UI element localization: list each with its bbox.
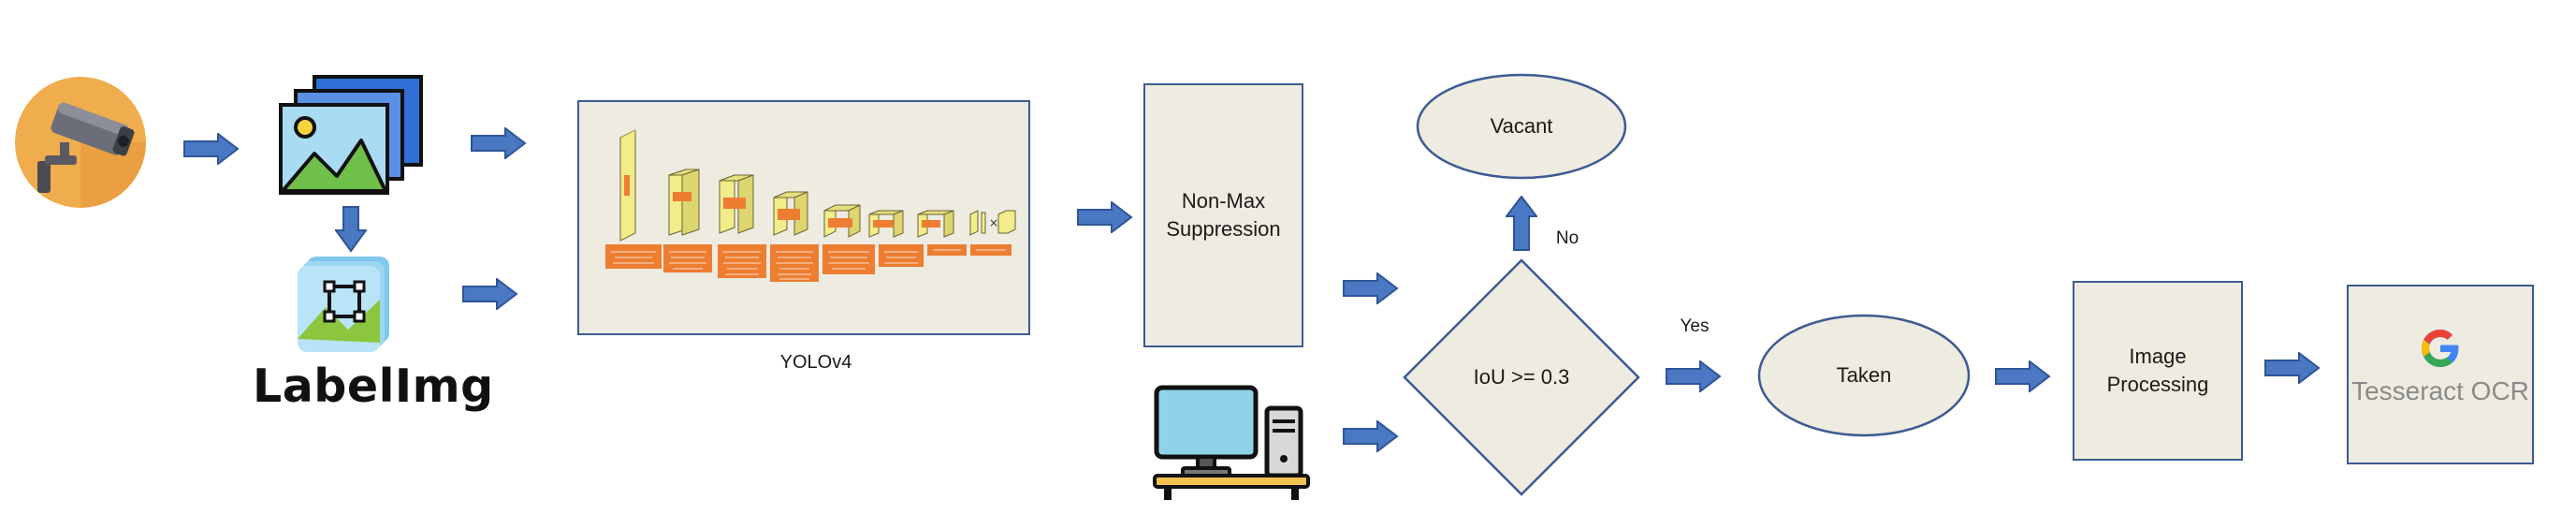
decision-label: IoU >= 0.3 <box>1473 365 1570 389</box>
computer-icon <box>1153 385 1310 500</box>
nms-label-line1: Non-Max <box>1181 189 1266 213</box>
taken-label: Taken <box>1836 363 1892 388</box>
images-icon <box>279 75 423 195</box>
google-g-icon <box>2422 330 2459 367</box>
layer-block-6 <box>917 210 954 238</box>
arrow-decision-to-taken <box>1666 360 1722 392</box>
arrow-taken-to-processing <box>1995 360 2051 392</box>
decision-diamond <box>1403 258 1640 496</box>
arrow-camera-to-images <box>183 133 240 165</box>
layer-block-7: × <box>969 210 1016 236</box>
camera-icon <box>15 77 146 208</box>
layer-block-5 <box>868 210 904 238</box>
arrow-labelimg-to-yolo <box>462 278 518 310</box>
yolov4-network-panel: × <box>577 100 1030 335</box>
layer-block-2 <box>719 174 754 234</box>
nms-label: Non-Max Suppression <box>1143 187 1303 243</box>
yolov4-caption: YOLOv4 <box>779 351 852 373</box>
nms-label-line2: Suppression <box>1166 217 1281 241</box>
edge-label-yes: Yes <box>1680 316 1710 337</box>
arrow-processing-to-ocr <box>2264 352 2321 384</box>
labelimg-icon <box>298 257 389 352</box>
vacant-ellipse <box>1416 73 1627 180</box>
arrow-images-to-yolo <box>471 127 527 159</box>
vacant-label: Vacant <box>1490 114 1553 139</box>
image-processing-line1: Image <box>2129 345 2187 369</box>
image-processing-line2: Processing <box>2106 373 2209 396</box>
taken-ellipse <box>1757 314 1971 437</box>
tesseract-ocr-label: Tesseract OCR <box>2351 376 2529 406</box>
arrow-yolo-to-nms <box>1077 201 1133 233</box>
yolov4-architecture-image: × <box>605 129 1016 282</box>
tesseract-ocr-box <box>2347 285 2534 464</box>
nms-box <box>1143 83 1303 347</box>
edge-label-no: No <box>1555 228 1579 249</box>
arrow-images-to-labelimg <box>335 206 367 253</box>
arrow-decision-to-vacant <box>1506 196 1537 251</box>
layer-block-4 <box>823 204 861 238</box>
layer-block-1 <box>668 169 700 236</box>
arrow-nms-to-decision <box>1343 272 1399 304</box>
svg-text:×: × <box>989 216 998 229</box>
image-processing-label: Image Processing <box>2073 343 2243 399</box>
arrow-computer-to-decision <box>1343 420 1399 452</box>
image-processing-box <box>2073 281 2243 461</box>
labelimg-logo-text: LabelImg <box>253 360 494 413</box>
layer-block-3 <box>773 191 808 236</box>
